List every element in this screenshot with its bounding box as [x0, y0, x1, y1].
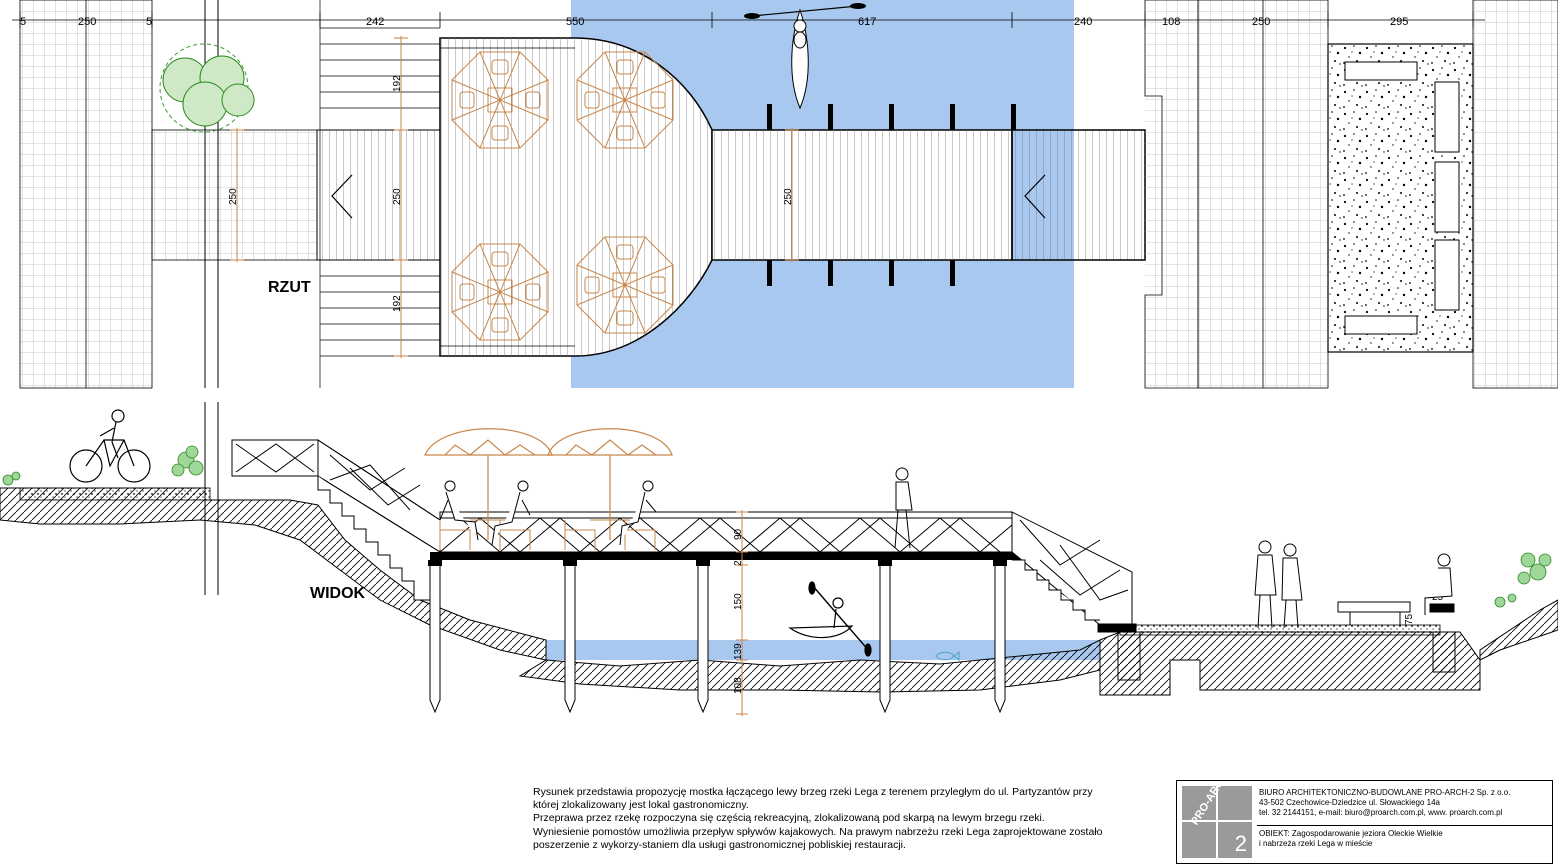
description-line: Wyniesienie pomostów umożliwia przepływ …: [533, 825, 1103, 838]
dim-5a: 5: [20, 16, 26, 28]
left-stairs-section: [231, 439, 441, 601]
dim-192-bottom: 192: [392, 295, 403, 312]
object-label: OBIEKT:: [1259, 829, 1290, 838]
company-address: 43-502 Czechowice-Dziedzice ul. Słowacki…: [1259, 798, 1440, 807]
approach-deck: [151, 129, 318, 261]
dim-108: 108: [1162, 16, 1180, 28]
company-info: BIURO ARCHITEKTONICZNO-BUDOWLANE PRO-ARC…: [1259, 788, 1550, 818]
company-name: BIURO ARCHITEKTONICZNO-BUDOWLANE PRO-ARC…: [1259, 788, 1511, 797]
fish-icon: [935, 650, 960, 662]
tree-icon: [159, 43, 255, 133]
elevation-view: 90 24 150 139 108 25 75: [0, 402, 1558, 716]
plan-label: RZUT: [268, 279, 311, 296]
bench-dim-75: 75: [1404, 613, 1415, 625]
object-info: OBIEKT: Zagospodarowanie jeziora Oleckie…: [1259, 829, 1550, 849]
benches-plan: [1344, 61, 1460, 335]
stair-arrow-right: [1024, 174, 1046, 219]
cafe-tables-plan: [451, 51, 674, 341]
plan-view: 5 250 5 242 550 617 240 108 250 295 192 …: [12, 0, 1558, 389]
bench-section: [1337, 601, 1455, 625]
description-line: poszerzenie z wykorzy-staniem dla usługi…: [533, 838, 906, 851]
dim-240: 240: [1074, 16, 1092, 28]
dim-550: 550: [566, 16, 584, 28]
dim-617: 617: [858, 16, 876, 28]
stair-arrow-left: [331, 174, 353, 219]
left-stairs-plan: [316, 129, 441, 261]
company-contact: tel. 32 2144151, e-mail: biuro@proarch.c…: [1259, 808, 1503, 817]
dim-108: 108: [733, 677, 744, 694]
kayaker-icon: [788, 581, 872, 657]
umbrellas-section: [424, 428, 673, 540]
cyclist-icon: [69, 409, 151, 483]
bridge-piles: [429, 564, 1006, 714]
dim-139: 139: [733, 643, 744, 660]
dim-192-top: 192: [392, 75, 403, 92]
logo-number: 2: [1234, 831, 1247, 856]
dim-250-approach: 250: [228, 188, 239, 205]
dim-5b: 5: [146, 16, 152, 28]
elevation-label: WIDOK: [310, 585, 366, 602]
shrub-icons: [2, 445, 1552, 608]
bridge-posts-plan: [767, 104, 1016, 286]
top-dimension-line: [12, 12, 1485, 28]
company-logo: PRO-ARCH 2: [1181, 785, 1253, 859]
object-line-1: Zagospodarowanie jeziora Oleckie Wielkie: [1291, 829, 1443, 838]
elevation-dimension-line: [736, 510, 748, 716]
vertical-dimension-lines: [230, 36, 799, 358]
dim-250b: 250: [1252, 16, 1270, 28]
title-block-info: BIURO ARCHITEKTONICZNO-BUDOWLANE PRO-ARC…: [1257, 781, 1552, 863]
kayak-plan-icon: [744, 3, 866, 110]
dim-250a: 250: [78, 16, 96, 28]
description-text: Rysunek przedstawia propozycję mostka łą…: [533, 786, 1173, 852]
river-water-section: [546, 640, 1100, 660]
dim-24: 24: [733, 554, 744, 566]
bridge-railing: [439, 511, 1013, 553]
person-icons: [439, 467, 1453, 629]
dim-150: 150: [733, 593, 744, 610]
right-stairs-plan: [1011, 129, 1146, 261]
dim-250-terrace: 250: [392, 188, 403, 205]
right-embankment: [1099, 599, 1558, 696]
dim-242: 242: [366, 16, 384, 28]
dim-90: 90: [733, 528, 744, 540]
top-dimensions: 5 250 5 242 550 617 240 108 250 295: [20, 16, 1408, 28]
description-line: której zlokalizowany jest lokal gastrono…: [533, 799, 749, 812]
left-embankment: [0, 487, 547, 661]
description-line: Rysunek przedstawia propozycję mostka łą…: [533, 786, 1093, 798]
right-stairs-section: [1011, 511, 1137, 633]
description-line: Przeprawa przez rzekę rozpoczyna się czę…: [533, 812, 1045, 825]
title-block: PRO-ARCH 2 BIURO ARCHITEKTONICZNO-BUDOWL…: [1176, 780, 1553, 864]
dim-295: 295: [1390, 16, 1408, 28]
bridge-deck-section: [430, 552, 1020, 560]
object-line-2: i nabrzeża rzeki Lega w mieście: [1259, 839, 1373, 848]
dim-250-bridge: 250: [783, 188, 794, 205]
